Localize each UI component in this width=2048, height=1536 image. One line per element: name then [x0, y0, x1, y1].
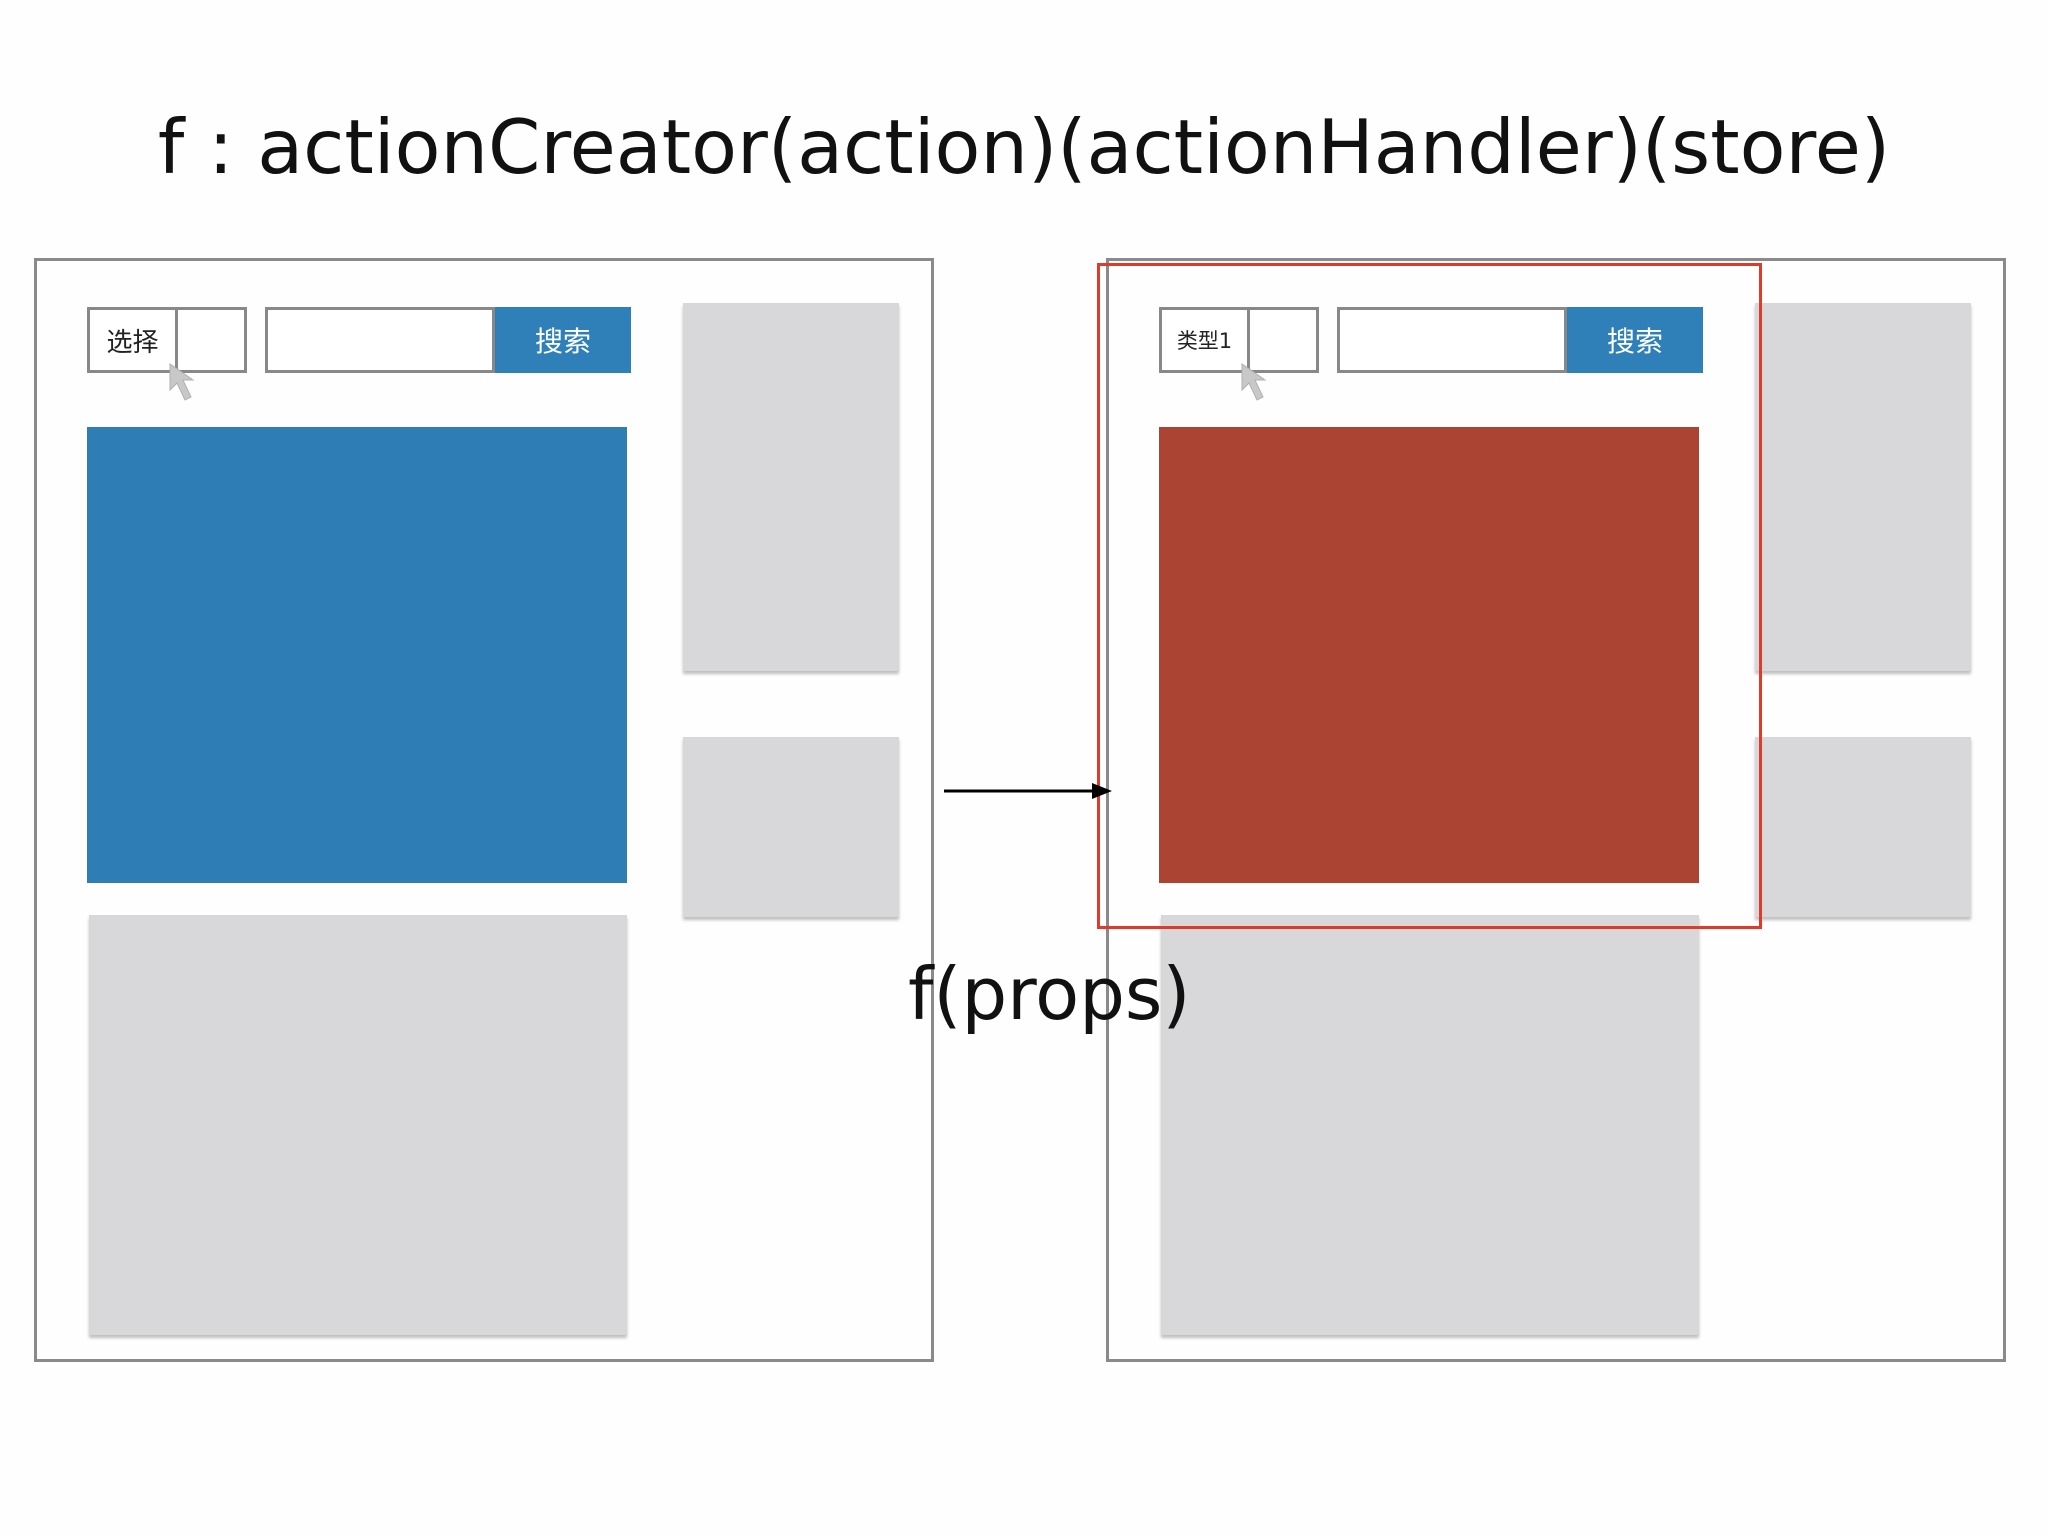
right-search-button[interactable]: 搜索: [1567, 307, 1703, 373]
right-type-select[interactable]: 类型1: [1159, 307, 1319, 401]
right-page-frame: 类型1 搜索: [1106, 258, 2006, 1362]
left-page-frame: 选择 搜索: [34, 258, 934, 1362]
left-search-button[interactable]: 搜索: [495, 307, 631, 373]
right-search-input[interactable]: [1337, 307, 1567, 373]
right-select-label: 类型1: [1162, 310, 1250, 370]
right-bottom-card: [1161, 915, 1699, 1335]
right-arrow-icon: [944, 783, 1112, 799]
right-side-card-middle: [1755, 737, 1971, 917]
left-search-input[interactable]: [265, 307, 495, 373]
mouse-pointer-icon: [1241, 363, 1267, 401]
transition-label: f(props): [908, 952, 1191, 1036]
right-side-card-top: [1755, 303, 1971, 671]
left-side-card-top: [683, 303, 899, 671]
left-type-select[interactable]: 选择: [87, 307, 247, 401]
left-main-panel: [87, 427, 627, 883]
changed-region-highlight: [1097, 263, 1762, 929]
left-select-label: 选择: [90, 310, 178, 370]
right-main-panel: [1159, 427, 1699, 883]
diagram-title: f : actionCreator(action)(actionHandler)…: [157, 103, 1891, 191]
left-bottom-card: [89, 915, 627, 1335]
mouse-pointer-icon: [169, 363, 195, 401]
left-side-card-middle: [683, 737, 899, 917]
